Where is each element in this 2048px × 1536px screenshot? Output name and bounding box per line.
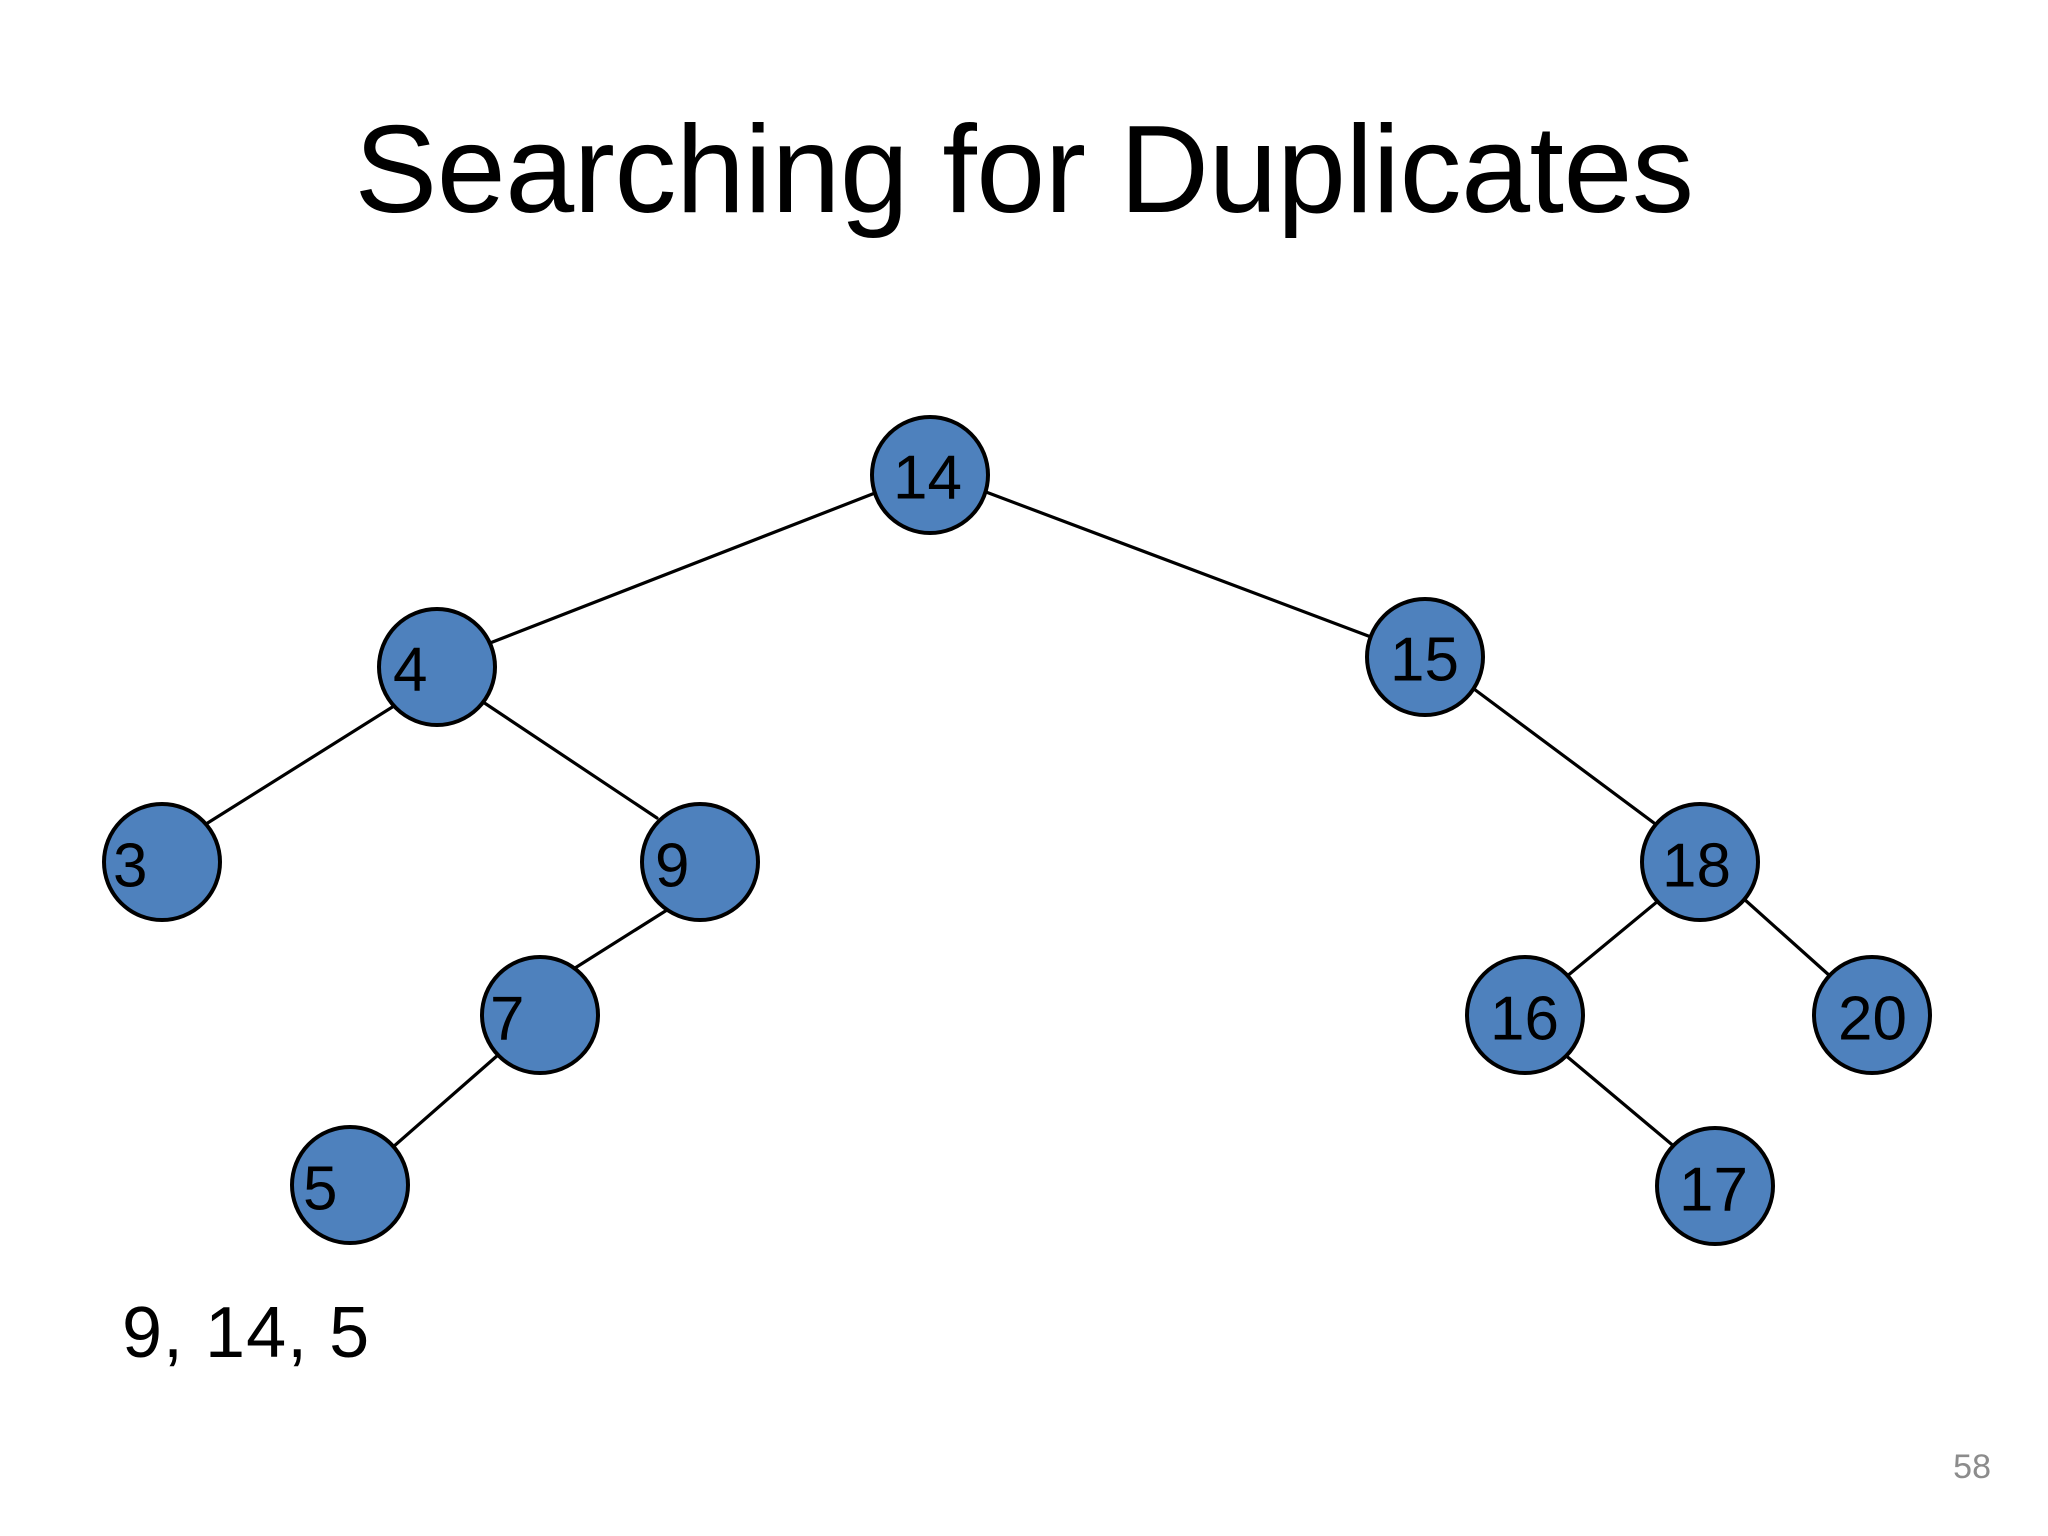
tree-node-label-4: 4 [393,636,427,705]
tree-node-circle-20 [1812,955,1932,1075]
tree-node-label-14: 14 [893,444,962,513]
tree-node-4[interactable]: 4 [377,607,497,727]
tree-node-circle-15 [1365,597,1485,717]
tree-node-18[interactable]: 18 [1640,802,1760,922]
tree-node-label-5: 5 [303,1155,337,1224]
tree-node-label-9: 9 [655,832,689,901]
tree-nodes-group: 14 4 15 3 9 18 7 16 20 5 17 [102,415,1932,1246]
tree-node-circle-5 [290,1125,410,1245]
tree-node-14[interactable]: 14 [870,415,990,535]
tree-edge-n18-n20 [1742,897,1832,978]
tree-node-5[interactable]: 5 [290,1125,410,1245]
tree-node-circle-14 [870,415,990,535]
tree-node-label-20: 20 [1838,985,1907,1054]
slide-page-number: 58 [1953,1448,1991,1486]
tree-edge-n14-n4 [488,491,877,645]
tree-node-20[interactable]: 20 [1812,955,1932,1075]
tree-node-circle-18 [1640,802,1760,922]
tree-node-circle-16 [1465,955,1585,1075]
tree-node-circle-3 [102,802,222,922]
tree-node-3[interactable]: 3 [102,802,222,922]
tree-node-circle-9 [640,802,760,922]
tree-node-circle-4 [377,607,497,727]
tree-edge-n15-n18 [1472,687,1656,825]
tree-edge-n14-n15 [984,490,1373,639]
search-sequence-caption: 9, 14, 5 [122,1293,371,1373]
tree-node-label-3: 3 [113,832,147,901]
tree-edge-n4-n9 [481,700,659,820]
tree-edge-n16-n17 [1562,1052,1678,1150]
tree-node-label-16: 16 [1490,985,1559,1054]
tree-node-17[interactable]: 17 [1655,1126,1775,1246]
tree-node-circle-17 [1655,1126,1775,1246]
tree-node-label-18: 18 [1662,832,1731,901]
tree-node-label-15: 15 [1390,626,1459,695]
tree-node-16[interactable]: 16 [1465,955,1585,1075]
tree-node-label-17: 17 [1679,1156,1748,1225]
tree-node-circle-7 [480,955,600,1075]
tree-edge-n7-n5 [391,1053,500,1149]
tree-node-9[interactable]: 9 [640,802,760,922]
tree-edge-n4-n3 [204,704,396,826]
page-title: Searching for Duplicates [354,101,1694,239]
tree-node-15[interactable]: 15 [1365,597,1485,717]
tree-edges-group [204,490,1832,1150]
tree-node-label-7: 7 [490,985,524,1054]
tree-edge-n9-n7 [573,908,669,970]
tree-node-7[interactable]: 7 [480,955,600,1075]
tree-edge-n18-n16 [1564,899,1660,979]
